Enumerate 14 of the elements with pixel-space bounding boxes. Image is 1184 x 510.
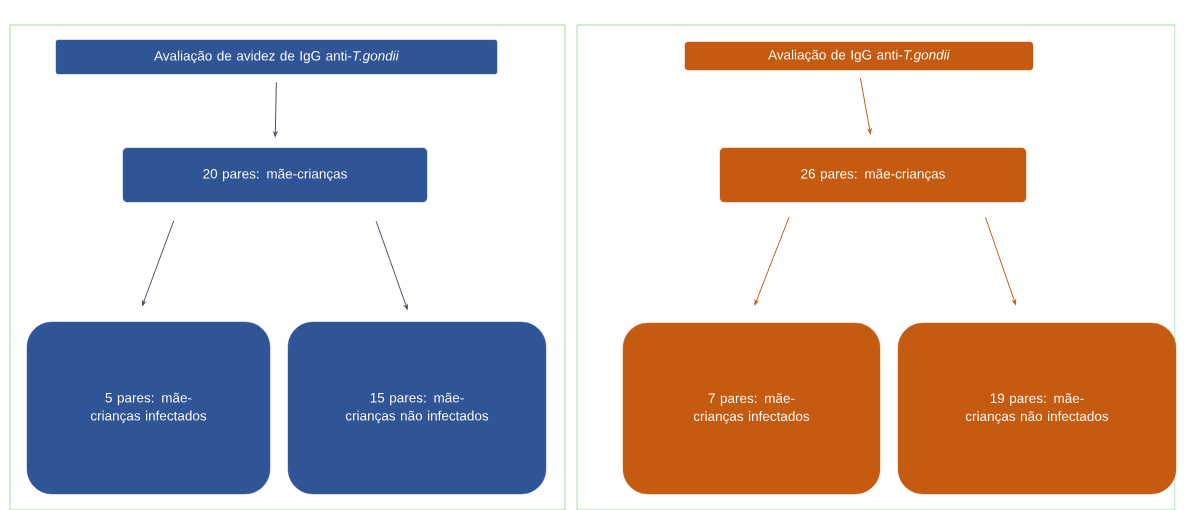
result-box: 5 pares: mãe-crianças infectados [26, 321, 271, 495]
arrow [273, 81, 278, 137]
result-box: 15 pares: mãe-crianças não infectados [287, 321, 547, 495]
title-box: Avaliação de IgG anti-T.gondii [684, 41, 1034, 71]
arrow [754, 216, 790, 306]
arrow [985, 216, 1017, 305]
arrow [141, 220, 175, 306]
arrow [375, 220, 408, 310]
process-box: 20 pares: mãe-crianças [122, 147, 428, 203]
result-box: 19 pares: mãe-crianças não infectados [897, 322, 1177, 495]
title-box: Avaliação de avidez de IgG anti-T.gondii [55, 39, 498, 75]
process-box: 26 pares: mãe-crianças [719, 147, 1027, 203]
result-box: 7 pares: mãe-crianças infectados [622, 322, 881, 495]
arrow [859, 77, 872, 135]
